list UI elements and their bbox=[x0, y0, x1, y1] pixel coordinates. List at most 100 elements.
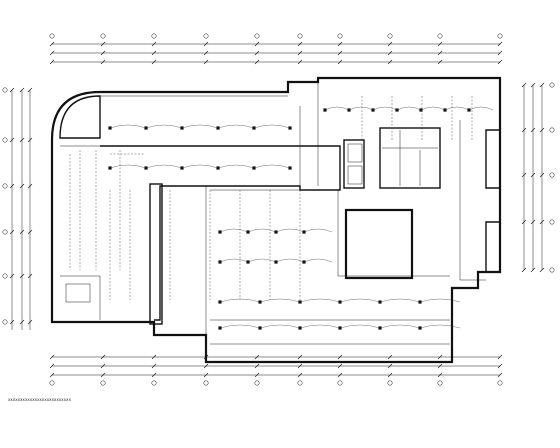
dimension-tick bbox=[9, 273, 15, 279]
wire-arc bbox=[219, 258, 249, 263]
dimension-tick bbox=[254, 354, 260, 360]
grid-bubble bbox=[254, 380, 260, 386]
wire-arc bbox=[109, 124, 147, 129]
wire-arc bbox=[109, 164, 147, 169]
dimension-tick bbox=[387, 354, 393, 360]
wire-arc bbox=[181, 164, 219, 169]
dimension-tick bbox=[387, 372, 393, 378]
dimension-tick bbox=[100, 41, 106, 47]
dimension-tick bbox=[27, 183, 33, 189]
dimension-tick bbox=[297, 50, 303, 56]
grid-bubble bbox=[151, 33, 157, 39]
wire-arc bbox=[324, 106, 350, 111]
dimension-tick bbox=[19, 319, 25, 325]
dimension-tick bbox=[203, 363, 209, 369]
dimension-tick bbox=[19, 137, 25, 143]
grid-bubble bbox=[2, 183, 8, 189]
wire-arc bbox=[219, 324, 261, 329]
grid-bubble bbox=[387, 380, 393, 386]
dimension-tick bbox=[387, 41, 393, 47]
dimension-tick bbox=[530, 219, 536, 225]
dimension-tick bbox=[497, 363, 503, 369]
dimension-tick bbox=[203, 41, 209, 47]
dimension-tick bbox=[151, 372, 157, 378]
building-outline bbox=[50, 76, 502, 364]
dimension-tick bbox=[151, 41, 157, 47]
dimension-tick bbox=[497, 354, 503, 360]
grid-bubble bbox=[549, 219, 555, 225]
wire-arc bbox=[396, 106, 422, 111]
wire-arc bbox=[217, 124, 255, 129]
dimension-tick bbox=[530, 267, 536, 273]
dimension-tick bbox=[100, 59, 106, 65]
dimension-tick bbox=[337, 59, 343, 65]
wire-arc bbox=[275, 258, 305, 263]
dimension-tick bbox=[19, 87, 25, 93]
dimension-tick bbox=[539, 219, 545, 225]
dimension-tick bbox=[297, 41, 303, 47]
dimension-tick bbox=[497, 50, 503, 56]
grid-bubble bbox=[549, 82, 555, 88]
grid-bubble bbox=[2, 137, 8, 143]
dimension-tick bbox=[49, 372, 55, 378]
wire-arc bbox=[275, 228, 305, 233]
dimension-tick bbox=[297, 372, 303, 378]
grid-bubble bbox=[100, 33, 106, 39]
dimension-tick bbox=[337, 372, 343, 378]
grid-bubble bbox=[497, 380, 503, 386]
dimension-tick bbox=[530, 172, 536, 178]
grid-bubble bbox=[549, 127, 555, 133]
dimension-tick bbox=[521, 82, 527, 88]
dimension-tick bbox=[254, 372, 260, 378]
dimension-tick bbox=[49, 363, 55, 369]
wire-arc bbox=[339, 324, 381, 329]
dimension-tick bbox=[437, 41, 443, 47]
wire-arc bbox=[339, 298, 381, 303]
dimension-tick bbox=[19, 229, 25, 235]
dimension-tick bbox=[151, 50, 157, 56]
dimension-tick bbox=[539, 267, 545, 273]
wire-arc bbox=[181, 124, 219, 129]
wire-arc bbox=[259, 324, 301, 329]
dimension-tick bbox=[497, 372, 503, 378]
dimension-tick bbox=[437, 363, 443, 369]
dimension-tick bbox=[297, 59, 303, 65]
grid-bubble bbox=[337, 380, 343, 386]
grid-bubble bbox=[2, 273, 8, 279]
dimension-tick bbox=[521, 267, 527, 273]
grid-bubble bbox=[2, 229, 8, 235]
grid-bubble bbox=[151, 380, 157, 386]
dimension-tick bbox=[100, 372, 106, 378]
dimension-tick bbox=[49, 50, 55, 56]
grid-bubble bbox=[437, 380, 443, 386]
wire-arc bbox=[379, 298, 421, 303]
dimension-tick bbox=[337, 363, 343, 369]
inner-structures bbox=[60, 82, 501, 362]
dimension-tick bbox=[497, 41, 503, 47]
dimension-tick bbox=[521, 127, 527, 133]
dimension-tick bbox=[151, 363, 157, 369]
dimension-tick bbox=[9, 319, 15, 325]
dimension-tick bbox=[100, 363, 106, 369]
dimension-tick bbox=[151, 59, 157, 65]
dimension-tick bbox=[521, 219, 527, 225]
dimension-tick bbox=[27, 87, 33, 93]
grid-bubble bbox=[100, 380, 106, 386]
wire-arc bbox=[444, 106, 470, 111]
light-fixture bbox=[144, 126, 148, 130]
grid-bubble bbox=[337, 33, 343, 39]
dimension-tick bbox=[19, 183, 25, 189]
wire-arc bbox=[468, 106, 494, 111]
grid-bubble bbox=[49, 380, 55, 386]
dimension-tick bbox=[387, 50, 393, 56]
dimension-tick bbox=[497, 59, 503, 65]
dimension-tick bbox=[27, 137, 33, 143]
wire-arc bbox=[217, 164, 255, 169]
side-dimension-lines bbox=[2, 82, 555, 330]
dimension-tick bbox=[530, 127, 536, 133]
dimension-tick bbox=[387, 59, 393, 65]
dimension-tick bbox=[254, 363, 260, 369]
grid-bubble bbox=[497, 33, 503, 39]
grid-bubble bbox=[549, 267, 555, 273]
